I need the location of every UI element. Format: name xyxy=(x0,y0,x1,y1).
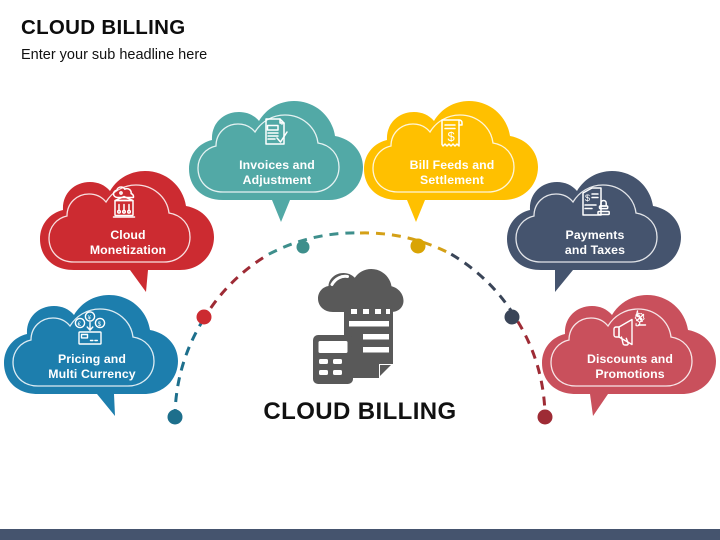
bubble-pricing-and-multi-currency[interactable]: ¥ € $ Pricing and Multi Currency xyxy=(2,290,182,420)
arc-segment-invoices xyxy=(268,231,361,256)
arc-node-billfeeds xyxy=(410,238,426,254)
page-subtitle: Enter your sub headline here xyxy=(21,46,208,63)
bubble-payments-and-taxes[interactable]: $ Payments and Taxes xyxy=(505,166,685,296)
arc-node-monetization xyxy=(196,309,212,325)
cloud-invoice-calculator-icon xyxy=(313,269,404,384)
center-graphic xyxy=(305,266,415,386)
cloud-shape xyxy=(364,101,538,222)
cloud-shape xyxy=(4,295,178,416)
arc-node-invoices xyxy=(296,240,310,254)
bubble-discounts-and-promotions[interactable]: Discounts and Promotions xyxy=(540,290,720,420)
cloud-shape xyxy=(40,171,214,292)
arc-node-payments xyxy=(504,309,520,325)
header: CLOUD BILLING Enter your sub headline he… xyxy=(21,16,521,63)
cloud-shape xyxy=(507,171,681,292)
bubble-invoices-and-adjustment[interactable]: $ Invoices and Adjustment xyxy=(187,96,367,226)
page-title: CLOUD BILLING xyxy=(21,16,186,39)
cloud-shape xyxy=(189,101,363,222)
cloud-shape xyxy=(542,295,716,416)
footer-bar xyxy=(0,529,720,540)
center-title: CLOUD BILLING xyxy=(263,398,457,425)
arc-segment-billfeeds xyxy=(359,231,452,256)
